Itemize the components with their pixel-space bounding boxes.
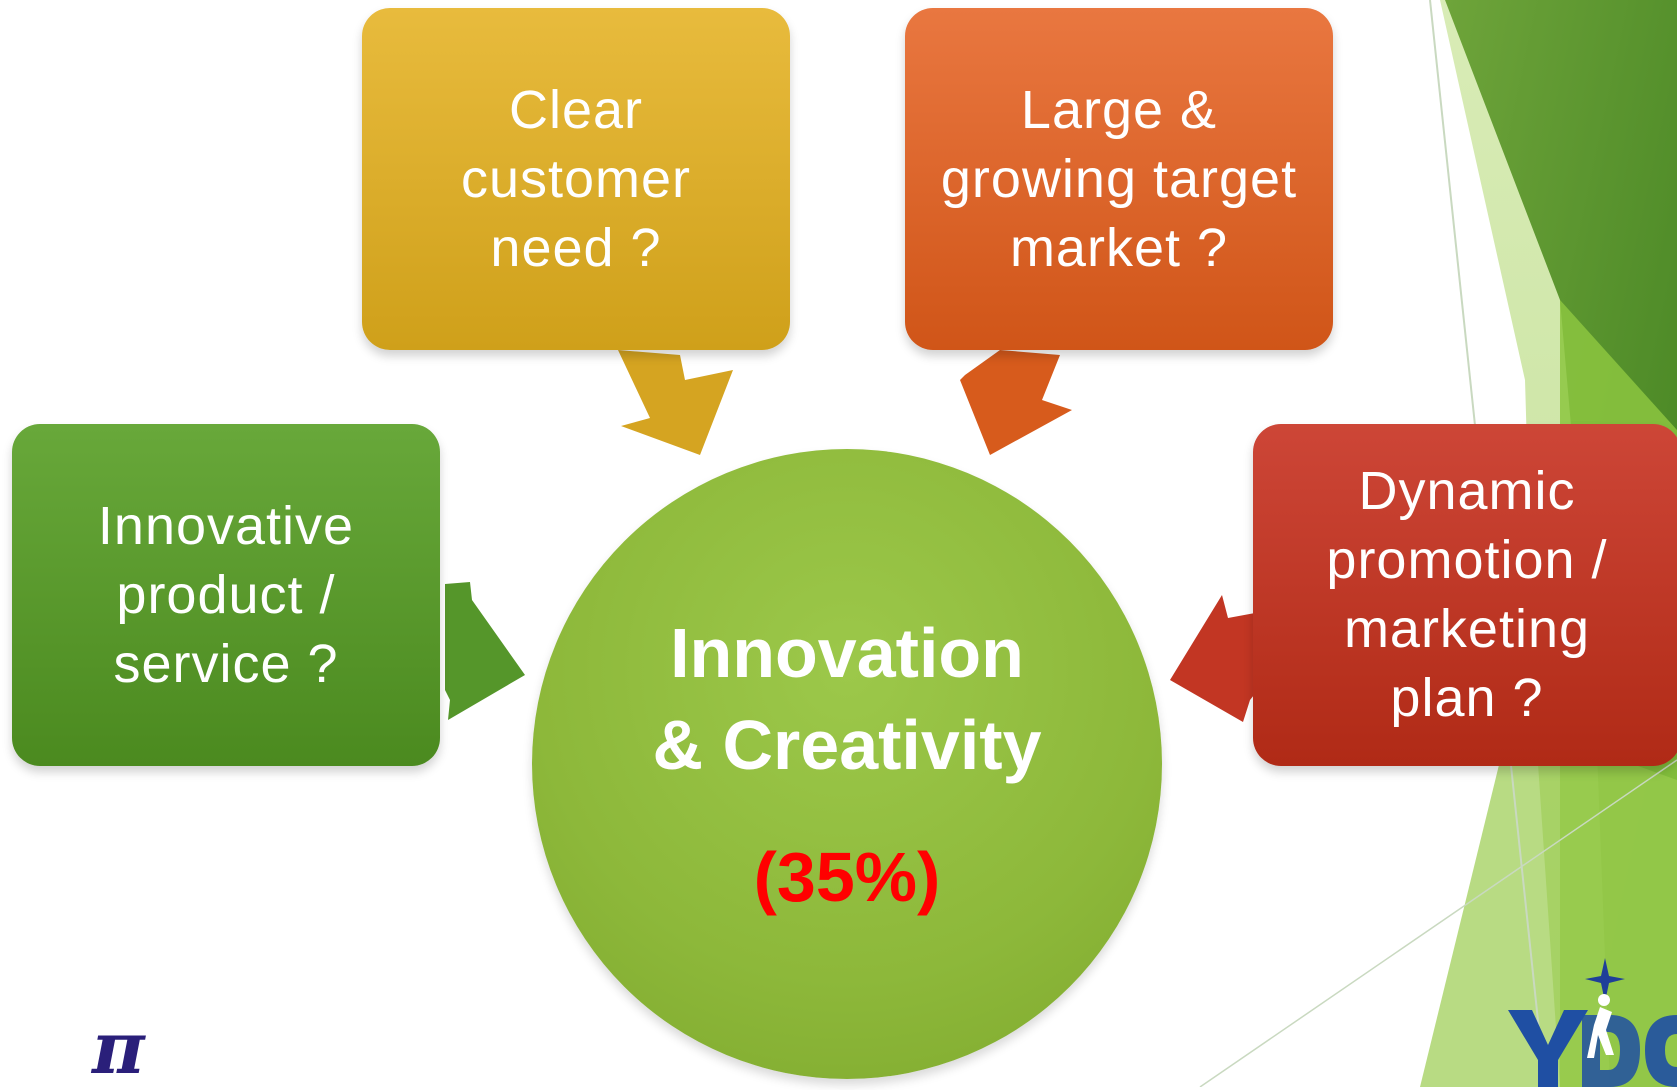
box-innovative-product: Innovative product / service ?: [12, 424, 440, 766]
box-promo-line-2: promotion /: [1326, 530, 1608, 590]
box-customer-line-3: need ?: [490, 217, 662, 278]
box-customer-line-1: Clear: [508, 79, 644, 140]
box-customer-need: Clear customer need ?: [362, 8, 790, 350]
box-product-line-1: Innovative: [97, 495, 355, 556]
center-title-line-1: Innovation: [670, 614, 1024, 692]
box-promo-line-4: plan ?: [1390, 668, 1544, 728]
arrow-product: [445, 582, 525, 720]
box-market-line-2: growing target: [940, 148, 1298, 209]
box-market-line-1: Large &: [1020, 79, 1218, 140]
center-title-line-2: & Creativity: [652, 706, 1042, 784]
center-weight: (35%): [753, 838, 941, 916]
box-product-line-3: service ?: [113, 633, 339, 694]
arrow-market: [960, 350, 1072, 455]
box-target-market: Large & growing target market ?: [905, 8, 1333, 350]
box-customer-line-2: customer: [460, 148, 692, 209]
box-promo-line-3: marketing: [1343, 599, 1591, 659]
center-title: Innovation & Creativity: [532, 607, 1162, 791]
arrow-promotion: [1170, 595, 1258, 722]
arrow-customer: [618, 350, 733, 455]
box-market-line-3: market ?: [1009, 217, 1229, 278]
figure-icon: [1587, 994, 1614, 1058]
box-product-line-2: product /: [116, 564, 336, 625]
box-promotion-plan: Dynamic promotion / marketing plan ?: [1253, 424, 1677, 766]
star-icon: [1585, 958, 1625, 1002]
center-circle: Innovation & Creativity (35%): [532, 449, 1162, 1079]
box-promo-line-1: Dynamic: [1358, 461, 1576, 521]
pi-logo: π: [92, 1005, 145, 1090]
